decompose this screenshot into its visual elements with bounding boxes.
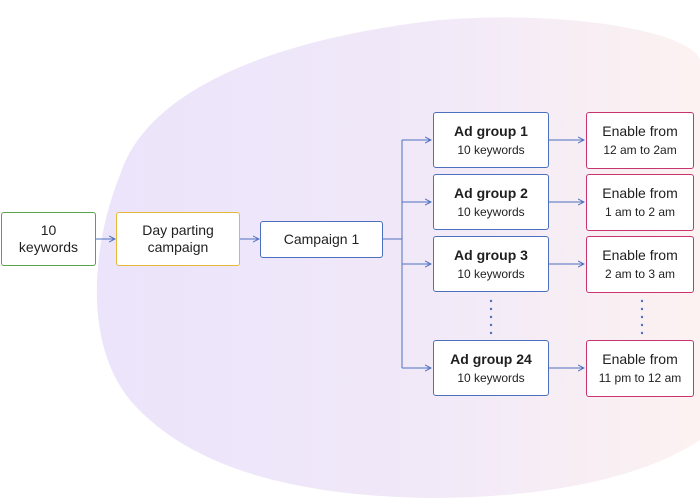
- ad-group-title: Ad group 24: [450, 351, 532, 367]
- node-keywords-line2: keywords: [18, 239, 79, 255]
- ad-group-title: Ad group 1: [454, 123, 528, 139]
- node-schedule-1: Enable from 12 am to 2am: [586, 112, 694, 169]
- schedule-time: 2 am to 3 am: [604, 267, 676, 281]
- schedule-time: 11 pm to 12 am: [598, 371, 682, 385]
- schedule-time: 12 am to 2am: [603, 143, 677, 157]
- node-daypart-line2: campaign: [147, 239, 209, 255]
- schedule-title: Enable from: [602, 123, 678, 139]
- ad-group-keywords: 10 keywords: [457, 205, 525, 219]
- node-ad-group-2: Ad group 2 10 keywords: [433, 174, 549, 230]
- node-keywords: 10 keywords: [1, 212, 96, 266]
- node-campaign-label: Campaign 1: [283, 231, 360, 247]
- node-schedule-2: Enable from 1 am to 2 am: [586, 174, 694, 231]
- ad-group-title: Ad group 3: [454, 247, 528, 263]
- node-ad-group-3: Ad group 3 10 keywords: [433, 236, 549, 292]
- ad-group-keywords: 10 keywords: [457, 371, 525, 385]
- ad-group-keywords: 10 keywords: [457, 267, 525, 281]
- node-keywords-line1: 10: [40, 222, 57, 238]
- schedule-title: Enable from: [602, 185, 678, 201]
- node-day-parting-campaign: Day parting campaign: [116, 212, 240, 266]
- node-campaign-1: Campaign 1: [260, 221, 383, 258]
- node-schedule-3: Enable from 2 am to 3 am: [586, 236, 694, 293]
- ad-group-title: Ad group 2: [454, 185, 528, 201]
- schedule-title: Enable from: [602, 351, 678, 367]
- node-schedule-24: Enable from 11 pm to 12 am: [586, 340, 694, 397]
- node-ad-group-24: Ad group 24 10 keywords: [433, 340, 549, 396]
- ellipsis-dots-schedules: [640, 299, 644, 335]
- ellipsis-dots-adgroups: [489, 299, 493, 335]
- ad-group-keywords: 10 keywords: [457, 143, 525, 157]
- schedule-time: 1 am to 2 am: [604, 205, 676, 219]
- schedule-title: Enable from: [602, 247, 678, 263]
- node-daypart-line1: Day parting: [142, 222, 214, 238]
- node-ad-group-1: Ad group 1 10 keywords: [433, 112, 549, 168]
